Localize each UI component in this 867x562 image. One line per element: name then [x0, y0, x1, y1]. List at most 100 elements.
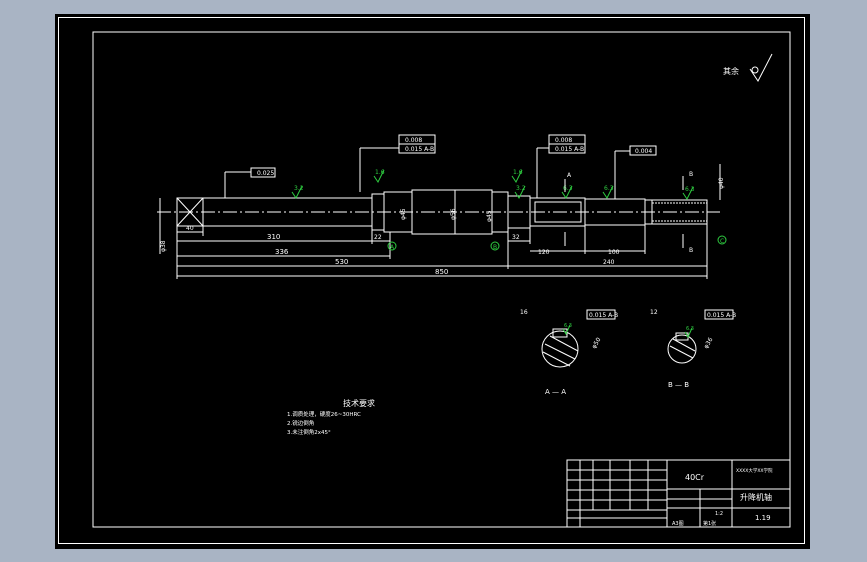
tech-req-item-2: 2.锐边倒角 — [287, 419, 314, 427]
section-cut-markers: A B B — [564, 171, 693, 254]
roughness-mark-2-icon — [373, 169, 385, 183]
dim-text-120: 120 — [538, 249, 550, 256]
cad-drawing-canvas: 其余 — [92, 31, 791, 528]
section-b-title: B — B — [668, 381, 689, 389]
roughness-val-3: 1.6 — [513, 169, 523, 176]
section-a-roughness-val: 6.3 — [564, 323, 572, 329]
roughness-note-label: 其余 — [723, 66, 739, 76]
section-a-tol-text: 0.015 A-B — [589, 312, 618, 319]
dim-text-phi-m2: φ56 — [450, 208, 457, 220]
title-sheets: 第1张 — [703, 520, 716, 527]
section-a-keyway — [552, 328, 568, 338]
tech-req-title: 技术要求 — [343, 398, 375, 408]
roughness-val-2: 1.6 — [375, 169, 385, 176]
section-b-hatch-2 — [672, 338, 696, 352]
roughness-mark-1-icon — [291, 185, 303, 199]
roughness-marks: 3.2 1.6 1.6 3.2 6.3 6.3 6.3 — [291, 169, 695, 200]
section-a-title: A — A — [545, 388, 566, 396]
section-b-tol-text: 0.015 A-B — [707, 312, 736, 319]
dim-text-240: 240 — [603, 259, 615, 266]
dim-text-100: 100 — [608, 249, 620, 256]
section-a-view: 0.015 A-B 16 φ50 A — A 6.3 — [520, 309, 618, 396]
datum-c-marker — [717, 235, 727, 245]
dimension-lines — [159, 164, 721, 277]
roughness-val-4: 3.2 — [516, 185, 526, 192]
section-a-circle — [541, 330, 579, 368]
roughness-val-7: 6.3 — [685, 186, 695, 193]
title-school: XXXX大学XX学院 — [736, 467, 773, 474]
datum-a-label: A — [390, 244, 395, 251]
inner-frame — [92, 31, 791, 528]
section-b-roughness-val: 6.3 — [686, 326, 694, 332]
section-a-hatch-3 — [549, 335, 579, 352]
datum-b-label: B — [493, 244, 497, 251]
roughness-mark-4-icon — [514, 185, 526, 199]
section-b-circle — [667, 334, 697, 364]
title-sheet-size: A3图 — [672, 521, 684, 527]
roughness-val-5: 6.3 — [563, 185, 573, 192]
dim-text-336: 336 — [275, 248, 289, 256]
title-drawing-no: 1.19 — [755, 514, 771, 522]
section-a-hatch-2 — [542, 351, 571, 367]
dim-text-850: 850 — [435, 268, 448, 276]
shaft-seg-thread — [651, 199, 708, 225]
tol-text-2a: 0.008 — [405, 137, 422, 144]
sheet-outer-border — [58, 17, 805, 544]
roughness-mark-3-icon — [511, 169, 523, 183]
dimension-texts: 40 310 336 530 850 22 32 120 100 240 φ38… — [160, 177, 725, 276]
keyway-left — [176, 197, 204, 227]
roughness-mark-5-icon — [561, 185, 573, 199]
dim-text-22: 22 — [374, 234, 382, 241]
section-a-roughness-icon — [562, 324, 571, 336]
extension-lines — [176, 224, 708, 279]
roughness-mark-6-icon — [602, 185, 614, 199]
roughness-val-6: 6.3 — [604, 185, 614, 192]
shaft-main-view — [157, 189, 720, 235]
datum-c-label: C — [720, 238, 724, 245]
section-b-view: 0.015 A-B 12 φ36 B — B 6.3 — [650, 309, 736, 389]
section-b-tol-frame — [704, 309, 734, 320]
section-b-hatch-1 — [669, 345, 694, 359]
section-b-width: 12 — [650, 309, 658, 316]
dim-text-phi-mid: φ45 — [400, 208, 407, 220]
cut-a-label-top: A — [567, 172, 572, 179]
roughness-mark-7-icon — [682, 186, 694, 200]
datum-b-marker — [490, 241, 500, 251]
section-b-roughness-icon — [684, 327, 693, 339]
title-block-frame — [566, 459, 791, 528]
tol-text-1: 0.025 — [257, 170, 274, 177]
cut-b-label-top: B — [689, 171, 693, 178]
dim-text-530: 530 — [335, 258, 348, 266]
dim-text-310: 310 — [267, 233, 280, 241]
tech-req-item-3: 3.未注倒角2x45° — [287, 428, 331, 436]
section-b-dia: φ36 — [703, 336, 715, 350]
title-material: 40Cr — [685, 473, 705, 482]
section-a-dia: φ50 — [591, 336, 603, 350]
dim-text-40: 40 — [186, 225, 194, 232]
title-part-name: 升降机轴 — [740, 492, 772, 502]
title-scale: 1:2 — [715, 511, 723, 517]
datum-a-marker — [387, 241, 397, 251]
datum-markers: A B C — [387, 235, 727, 251]
tol-text-3b: 0.015 A-B — [555, 146, 584, 153]
dim-text-phi-m3: φ45 — [486, 210, 493, 222]
section-a-tol-frame — [586, 309, 616, 320]
roughness-symbol-icon — [749, 53, 773, 82]
keyway-cross-2 — [176, 197, 204, 227]
section-a-hatch-1 — [544, 343, 576, 360]
tolerance-frames: 0.025 0.008 0.015 A-B 0.008 0.015 A-B 0.… — [224, 134, 657, 199]
title-block: 40Cr XXXX大学XX学院 升降机轴 1.19 1:2 A3图 第1张 — [566, 459, 791, 528]
tol-text-3a: 0.008 — [555, 137, 572, 144]
cut-b-label-bottom: B — [689, 247, 693, 254]
roughness-val-1: 3.2 — [294, 185, 304, 192]
drawing-sheet: 其余 — [55, 14, 810, 549]
dim-text-phi-right: φ40 — [718, 177, 725, 189]
tech-req-item-1: 1.调质处理，硬度26~30HRC — [287, 410, 361, 418]
tol-text-2b: 0.015 A-B — [405, 146, 434, 153]
section-a-width: 16 — [520, 309, 528, 316]
dim-text-phi-left: φ38 — [160, 240, 167, 252]
tech-requirements: 技术要求 1.调质处理，硬度26~30HRC 2.锐边倒角 3.未注倒角2x45… — [287, 398, 375, 436]
roughness-circle-icon — [751, 66, 759, 74]
dim-text-32: 32 — [512, 234, 520, 241]
keyway-right — [534, 201, 582, 223]
